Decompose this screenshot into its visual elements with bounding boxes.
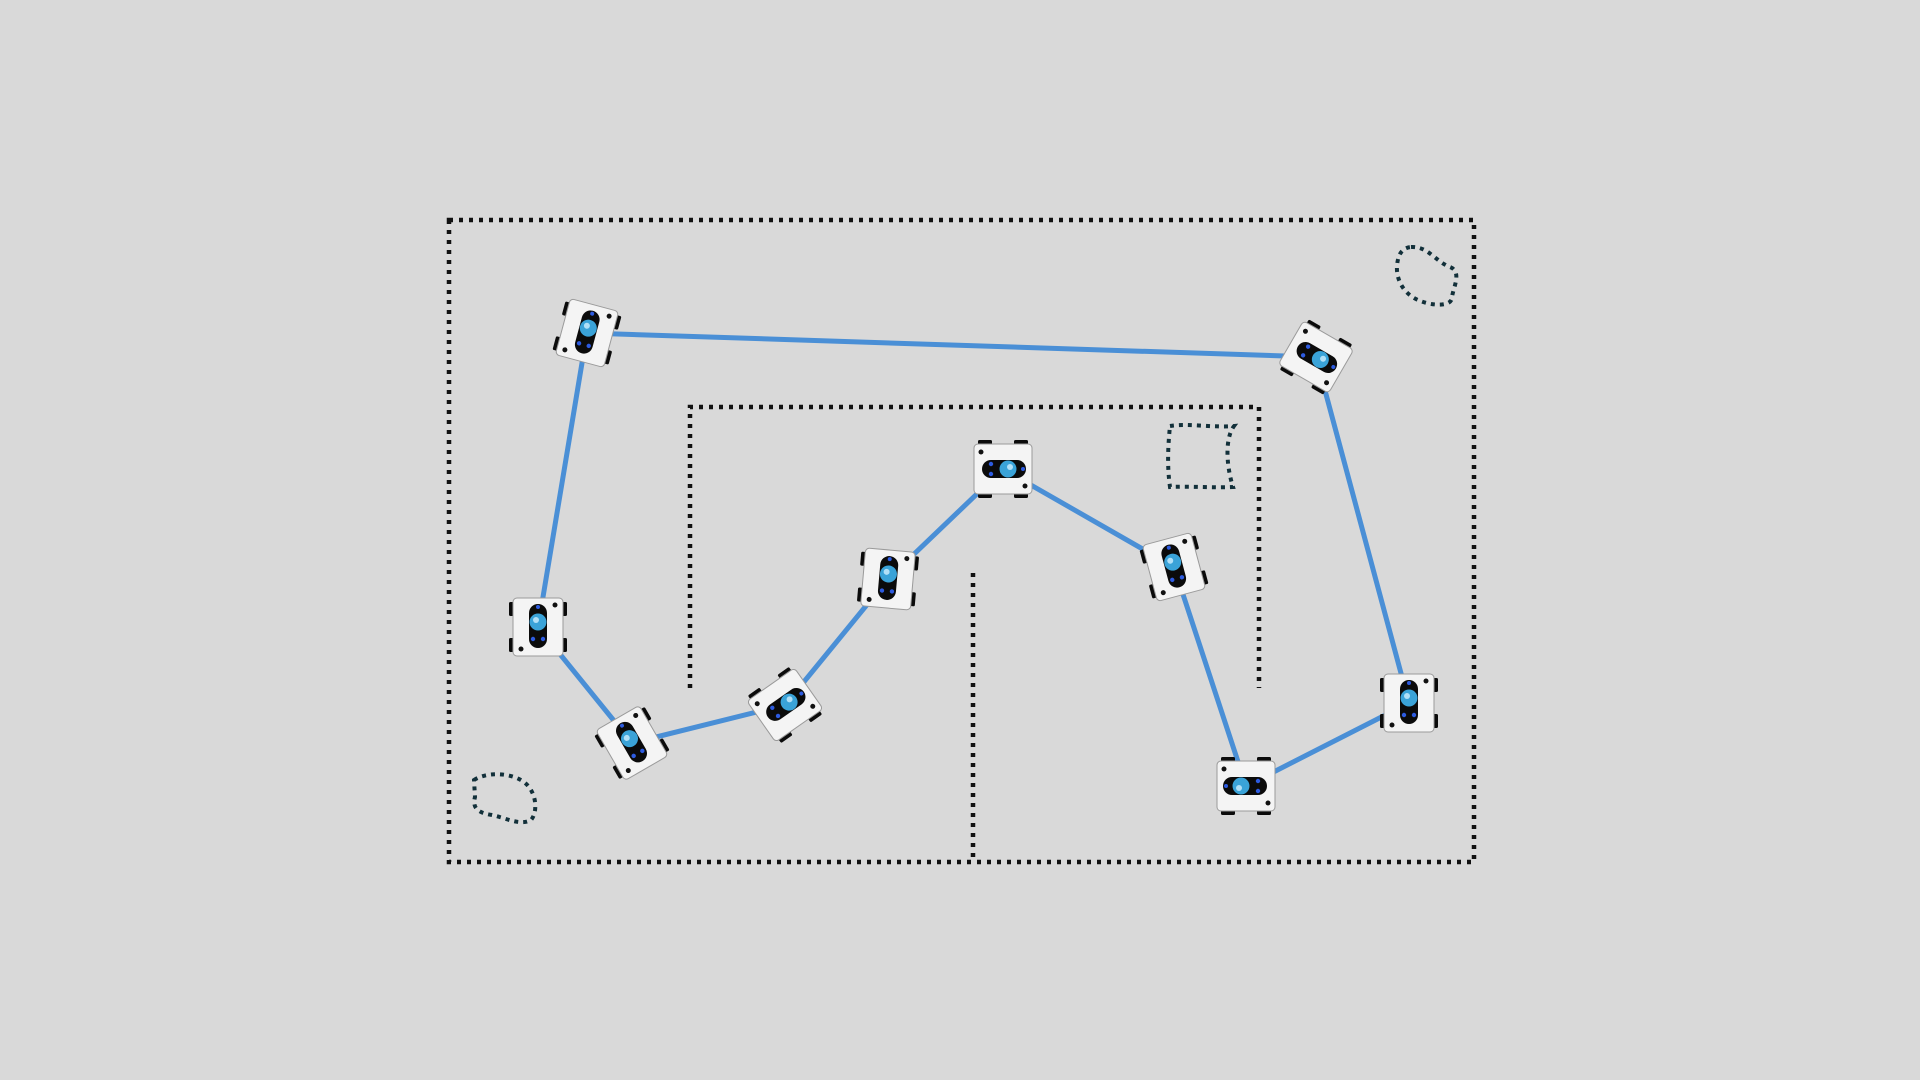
outer-boundary-wall: [446, 217, 1477, 865]
mobile-robot-icon: [973, 439, 1033, 499]
mobile-robot-icon: [856, 547, 920, 611]
link-robot-2-robot-3: [1313, 354, 1412, 706]
robots-layer: [508, 296, 1439, 816]
mobile-robot-icon: [550, 296, 624, 370]
obstacle-top-right: [1394, 245, 1459, 307]
mobile-robot-icon: [508, 597, 568, 657]
walls-layer: [446, 217, 1477, 865]
mobile-robot-icon: [1275, 316, 1357, 398]
link-robot-1-robot-2: [584, 330, 1319, 360]
obstacles-layer: [471, 245, 1459, 825]
links-layer: [535, 330, 1412, 789]
inner-u-wall: [687, 404, 1262, 688]
mobile-robot-icon: [1216, 756, 1276, 816]
mobile-robot-icon: [591, 702, 673, 784]
link-robot-10-robot-1: [535, 330, 590, 630]
obstacle-center-right: [1166, 423, 1239, 490]
mobile-robot-icon: [744, 664, 826, 746]
obstacle-bottom-left: [471, 772, 538, 825]
mobile-robot-icon: [1379, 673, 1439, 733]
mobile-robot-icon: [1137, 530, 1211, 604]
link-robot-4-robot-5: [1171, 564, 1249, 789]
